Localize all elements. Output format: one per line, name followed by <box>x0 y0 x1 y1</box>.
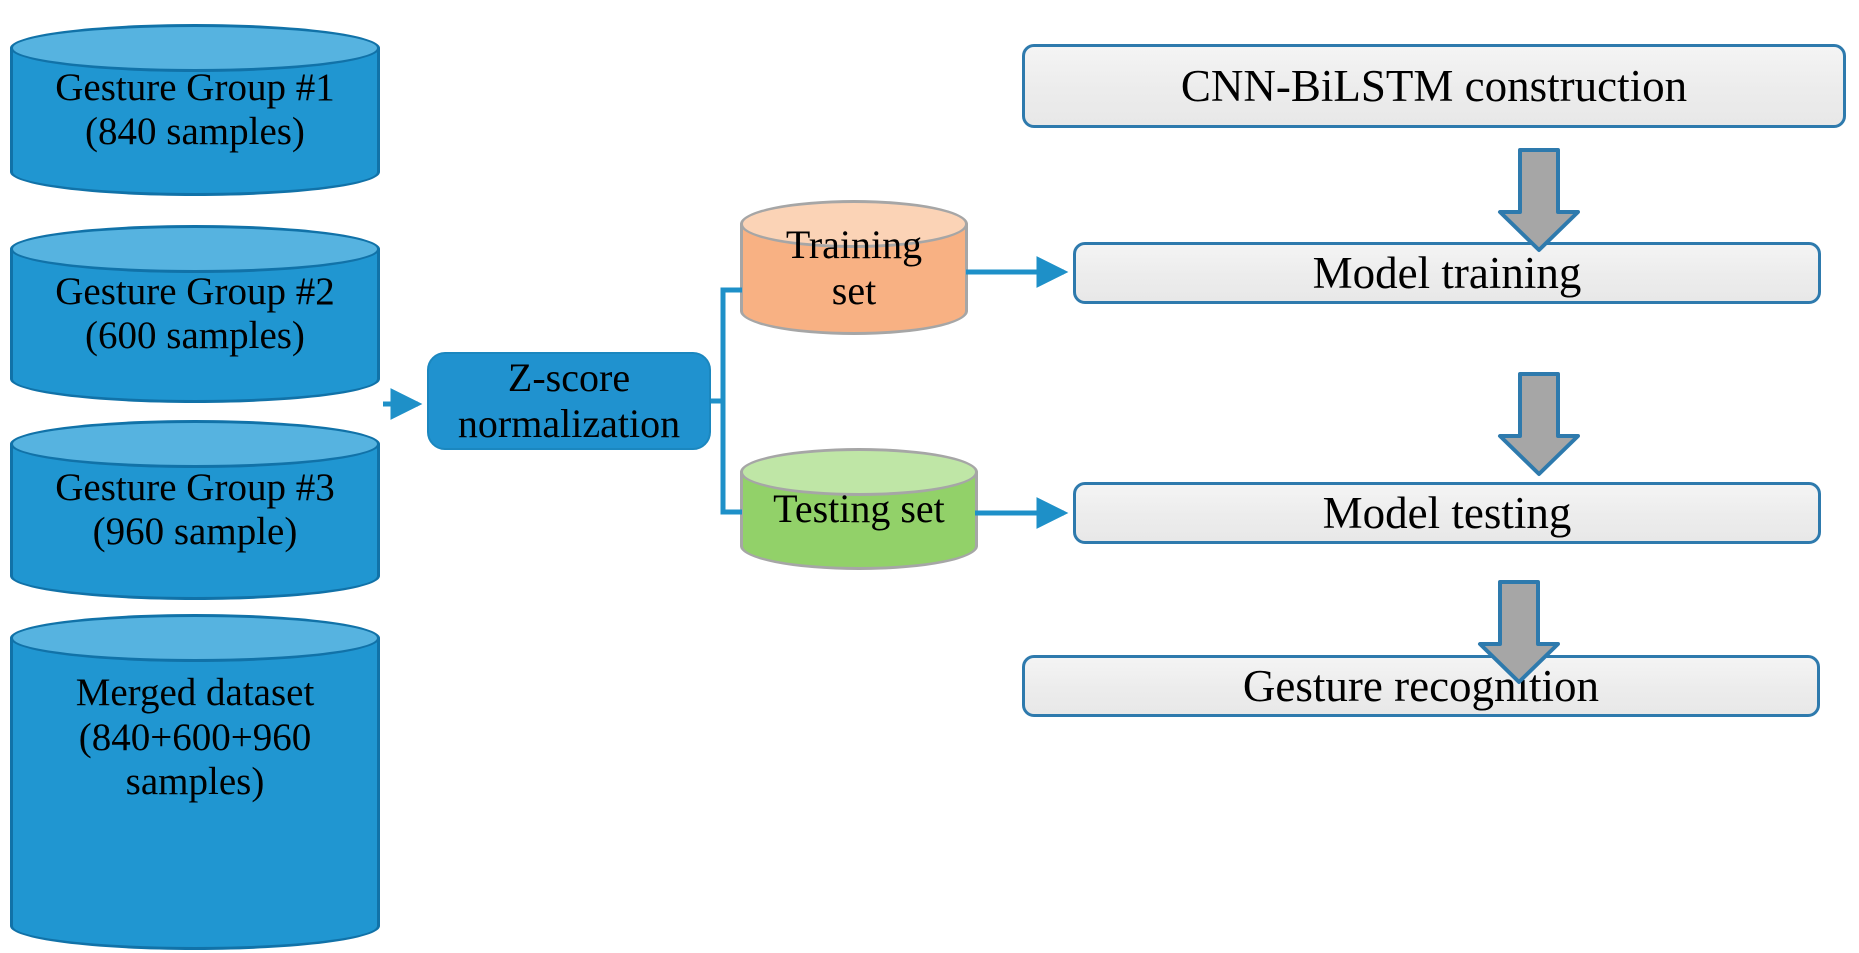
cylinder-label: Training set <box>785 221 923 313</box>
cylinder-label: Gesture Group #2 (600 samples) <box>55 269 335 357</box>
cylinder-gesture-group-2: Gesture Group #2 (600 samples) <box>10 225 380 403</box>
cylinder-label: Gesture Group #3 (960 sample) <box>55 465 335 553</box>
box-cnn-bilstm-construction[interactable]: CNN-BiLSTM construction <box>1022 44 1846 128</box>
cylinder-testing-set: Testing set <box>740 448 978 570</box>
z-score-normalization-box[interactable]: Z-score normalization <box>427 352 711 450</box>
cylinder-top <box>10 420 380 468</box>
cylinder-label: Testing set <box>773 486 945 532</box>
box-model-training[interactable]: Model training <box>1073 242 1821 304</box>
cylinder-merged-dataset: Merged dataset (840+600+960 samples) <box>10 614 380 950</box>
cylinder-body <box>10 638 380 926</box>
arrow-normalization-to-testing <box>711 398 742 515</box>
cylinder-top <box>740 200 968 248</box>
cylinder-gesture-group-1: Gesture Group #1 (840 samples) <box>10 24 380 196</box>
cylinder-top <box>10 614 380 662</box>
block-arrow-construction-to-model-training <box>1498 148 1580 252</box>
cylinder-gesture-group-3: Gesture Group #3 (960 sample) <box>10 420 380 600</box>
cylinder-label: Gesture Group #1 (840 samples) <box>55 65 335 153</box>
cylinder-training-set: Training set <box>740 200 968 335</box>
box-gesture-recognition[interactable]: Gesture recognition <box>1022 655 1820 717</box>
arrow-normalization-to-training <box>711 287 742 404</box>
cylinder-label: Merged dataset (840+600+960 samples) <box>75 671 315 804</box>
cylinder-top <box>10 24 380 72</box>
box-model-testing[interactable]: Model testing <box>1073 482 1821 544</box>
cylinder-top <box>10 225 380 273</box>
block-arrow-model-training-to-model-testing <box>1498 372 1580 476</box>
cylinder-top <box>740 448 978 496</box>
